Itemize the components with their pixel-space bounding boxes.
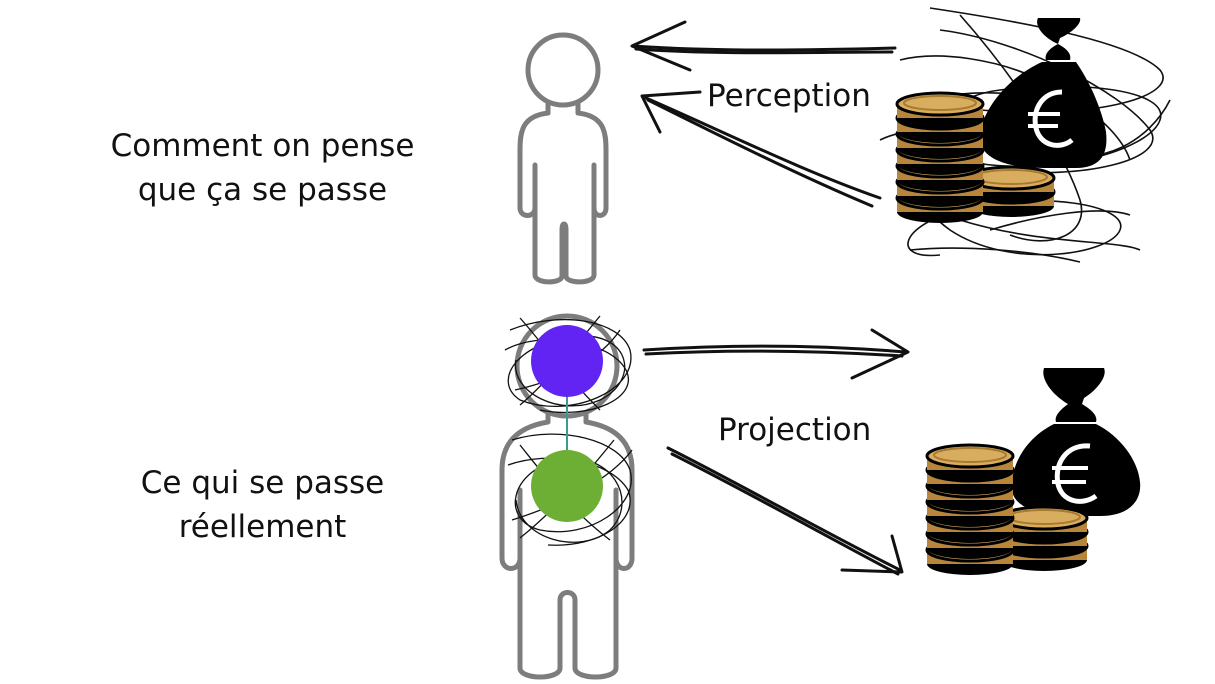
- bottom-caption-line-2: réellement: [178, 509, 347, 545]
- body-circle: [531, 450, 603, 522]
- top-caption-line-1: Comment on pense: [110, 128, 415, 164]
- top-caption: Comment on pense que ça se passe: [90, 124, 435, 212]
- projection-label: Projection: [718, 412, 872, 448]
- person-outline-icon: [517, 32, 609, 285]
- bottom-caption: Ce qui se passe réellement: [100, 461, 425, 549]
- perception-label: Perception: [707, 78, 871, 114]
- scribble-icon: [504, 315, 633, 546]
- arrow-icon: [642, 328, 910, 576]
- bottom-caption-line-1: Ce qui se passe: [140, 465, 385, 501]
- money-bag-euro-icon: [979, 18, 1107, 168]
- money-bag-euro-icon: [1011, 368, 1141, 516]
- top-caption-line-2: que ça se passe: [137, 172, 388, 208]
- arrow-icon: [630, 20, 897, 208]
- head-circle: [531, 325, 603, 397]
